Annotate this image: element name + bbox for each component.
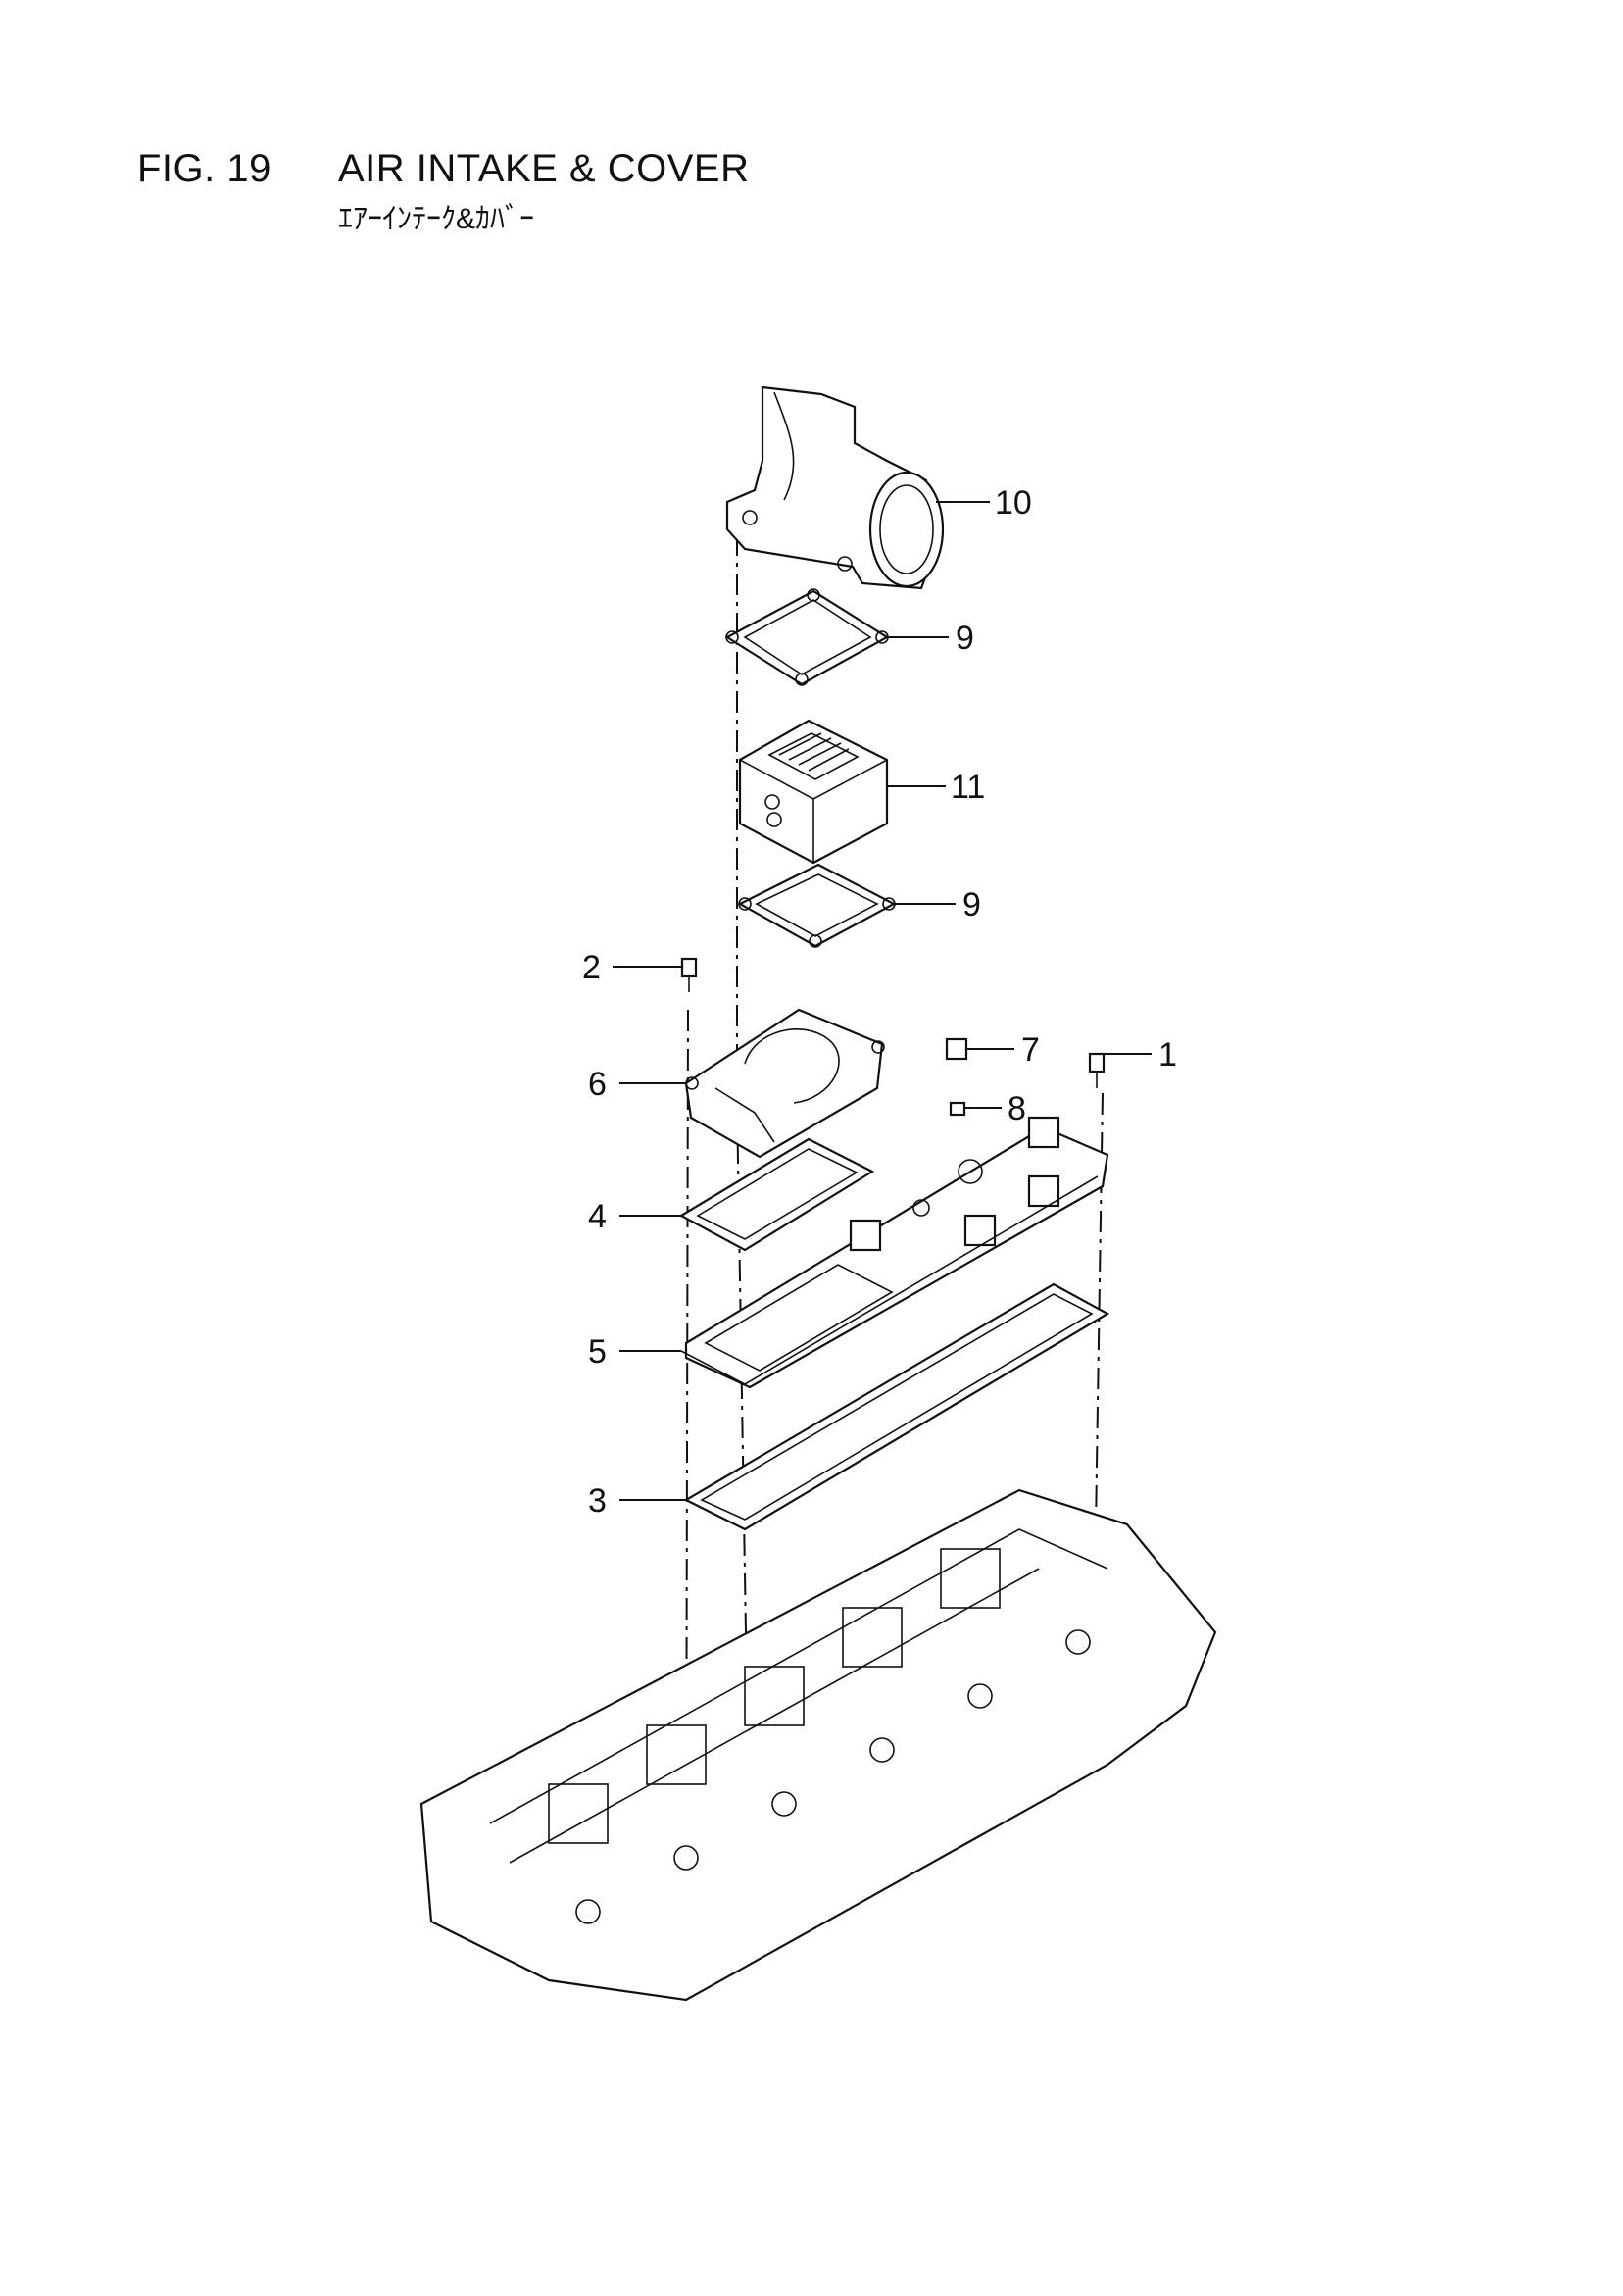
bolt-part-1: [1088, 1052, 1106, 1088]
figure-subtitle: ｴｱｰｲﾝﾃｰｸ&ｶﾊﾞｰ: [338, 203, 535, 235]
callout-3: 3: [588, 1482, 607, 1520]
callout-6: 6: [588, 1066, 607, 1103]
figure-number: FIG. 19: [137, 147, 271, 190]
callouts: 1 2 3 4 5 6 7 8 9 10 11 9: [582, 484, 1177, 1520]
callout-10: 10: [995, 484, 1032, 522]
callout-11: 11: [951, 769, 985, 806]
gasket-part-5: [680, 1175, 1099, 1385]
rocker-cover-part: [684, 1116, 1109, 1389]
gasket-lower-part: [737, 863, 897, 948]
callout-5: 5: [588, 1333, 607, 1371]
callout-4: 4: [588, 1198, 607, 1235]
air-intake-elbow-part: [725, 385, 945, 590]
callout-1: 1: [1158, 1036, 1177, 1073]
cylinder-head-part: [419, 1488, 1217, 2002]
gasket-part-3: [683, 1282, 1110, 1531]
callout-7: 7: [1021, 1031, 1040, 1069]
intake-heater-part: [738, 719, 889, 865]
gasket-part-4: [678, 1137, 875, 1252]
callout-9-upper: 9: [956, 620, 974, 657]
callout-2: 2: [582, 949, 601, 986]
valve-train-detail: [548, 1548, 1091, 1924]
callout-8: 8: [1008, 1090, 1026, 1127]
gasket-upper-part: [724, 588, 890, 686]
figure-title: AIR INTAKE & COVER: [338, 147, 750, 190]
intake-cover-part: [684, 1008, 885, 1159]
bolt-part-2: [680, 957, 698, 992]
plug-part-8: [949, 1101, 966, 1117]
plug-part-7: [945, 1037, 968, 1061]
callout-9-lower: 9: [962, 886, 981, 923]
